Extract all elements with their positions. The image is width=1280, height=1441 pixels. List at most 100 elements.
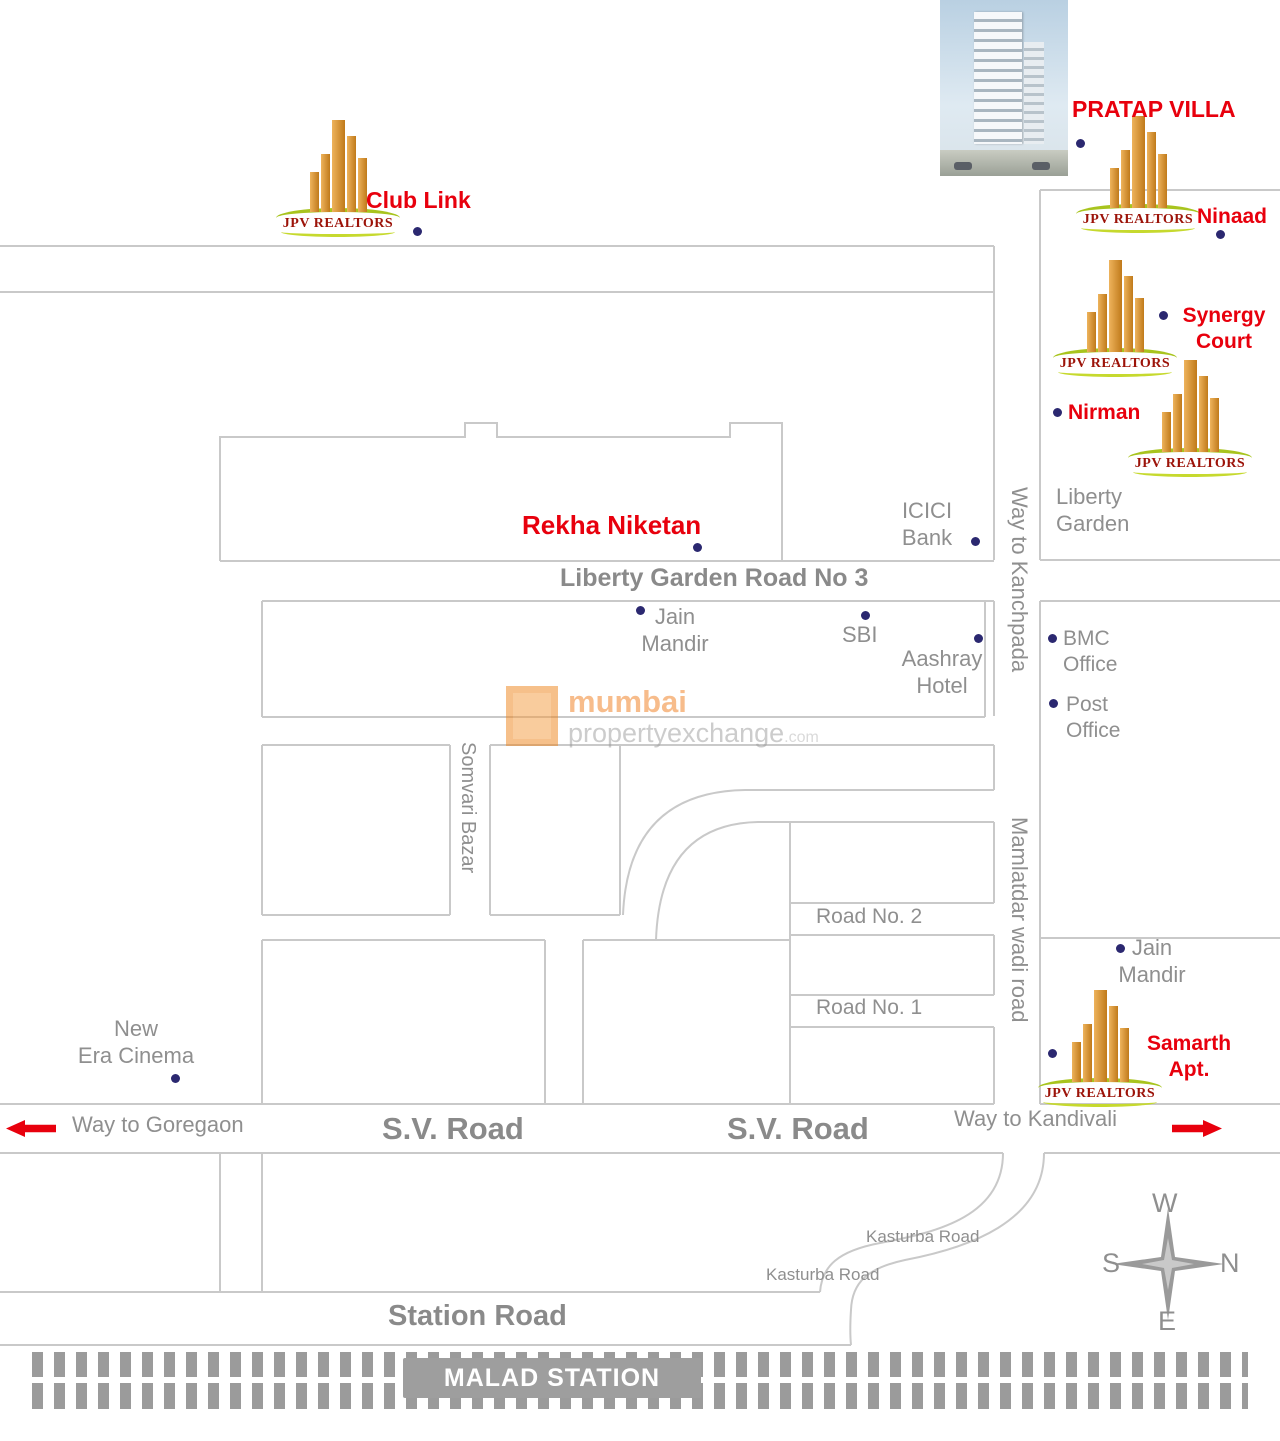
marker-new-era-cinema — [171, 1074, 180, 1083]
jpv-underline — [1132, 472, 1248, 477]
label-ninaad: Ninaad — [1197, 205, 1268, 228]
marker-sbi — [861, 611, 870, 620]
label-kasturba-road-lower: Kasturba Road — [766, 1265, 880, 1284]
jpv-building-icon — [1076, 116, 1200, 208]
watermark-domain: propertyexchange — [568, 717, 785, 748]
photo-tower-wing — [1024, 42, 1044, 144]
label-pratap-villa: PRATAP VILLA — [1072, 96, 1236, 122]
watermark-tld: .com — [784, 728, 819, 746]
label-sv-road-east: S.V. Road — [727, 1111, 869, 1146]
marker-ninaad — [1216, 230, 1225, 239]
label-sv-road-west: S.V. Road — [382, 1111, 524, 1146]
jpv-building-icon — [1053, 260, 1177, 352]
jpv-logo-samarth: JPV REALTORS — [1038, 990, 1162, 1107]
label-post-office: Post Office — [1066, 692, 1146, 743]
label-jain-n-line1: Jain — [654, 604, 696, 629]
label-icici-bank: ICICI Bank — [886, 498, 968, 552]
watermark: mumbai propertyexchange.com — [506, 684, 819, 748]
malad-station-banner: MALAD STATION — [403, 1358, 701, 1398]
label-samarth-line2: Apt. — [1168, 1057, 1210, 1081]
label-jain-s-line2: Mandir — [1118, 961, 1186, 987]
label-station-road: Station Road — [388, 1300, 567, 1332]
label-liberty-garden: Liberty Garden — [1056, 484, 1166, 538]
jpv-brand-label: JPV REALTORS — [1134, 456, 1246, 471]
jpv-underline — [280, 232, 396, 237]
label-liberty-line2: Garden — [1056, 510, 1130, 536]
label-post-line2: Office — [1066, 718, 1121, 742]
label-jain-mandir-south: Jain Mandir — [1102, 935, 1202, 989]
watermark-text: mumbai propertyexchange.com — [568, 684, 819, 748]
jpv-building-icon — [1038, 990, 1162, 1082]
marker-icici-bank — [971, 537, 980, 546]
marker-samarth-apt — [1048, 1049, 1057, 1058]
label-aashray-line1: Aashray — [901, 646, 983, 671]
label-synergy-court: Synergy Court — [1178, 303, 1270, 354]
marker-jain-mandir-north — [636, 606, 645, 615]
malad-station-label: MALAD STATION — [443, 1363, 661, 1392]
jpv-brand-label: JPV REALTORS — [1059, 356, 1171, 371]
label-samarth-line1: Samarth — [1146, 1032, 1232, 1055]
photo-car — [954, 162, 972, 170]
compass-south-label: S — [1102, 1248, 1121, 1278]
marker-bmc-office — [1048, 634, 1057, 643]
label-bmc-office: BMC Office — [1063, 626, 1143, 677]
jpv-logo-nirman: JPV REALTORS — [1128, 360, 1252, 477]
jpv-logo-pratap-villa: JPV REALTORS — [1076, 116, 1200, 233]
marker-aashray-hotel — [974, 634, 983, 643]
label-way-to-goregaon: Way to Goregaon — [72, 1112, 244, 1137]
marker-rekha-niketan — [693, 543, 702, 552]
label-synergy-line2: Court — [1196, 329, 1252, 353]
compass-north-label: N — [1220, 1248, 1240, 1278]
label-road-no-2: Road No. 2 — [816, 905, 923, 928]
watermark-brand: mumbai — [568, 684, 687, 719]
marker-club-link — [413, 227, 422, 236]
label-sbi: SBI — [842, 622, 878, 647]
label-bmc-line2: Office — [1063, 652, 1118, 676]
label-aashray-hotel: Aashray Hotel — [882, 646, 1002, 700]
building-photo — [940, 0, 1068, 176]
label-new-era-cinema: New Era Cinema — [62, 1016, 210, 1070]
marker-nirman — [1053, 408, 1062, 417]
label-mamlatdar-wadi-road: Mamlatdar wadi road — [1007, 817, 1032, 1023]
compass-rose-icon — [1112, 1208, 1224, 1320]
marker-synergy-court — [1159, 311, 1168, 320]
label-way-to-kandivali: Way to Kandivali — [954, 1106, 1118, 1131]
jpv-logo-club-link: JPV REALTORS — [276, 120, 400, 237]
jpv-brand-label: JPV REALTORS — [1044, 1086, 1156, 1101]
jpv-underline — [1080, 228, 1196, 233]
label-aashray-line2: Hotel — [916, 672, 968, 698]
label-rekha-niketan: Rekha Niketan — [522, 510, 702, 540]
label-liberty-garden-road: Liberty Garden Road No 3 — [560, 564, 869, 592]
watermark-logo-icon — [506, 686, 558, 746]
label-newera-line1: New — [113, 1016, 158, 1041]
label-club-link: Club Link — [366, 187, 471, 213]
label-newera-line2: Era Cinema — [77, 1042, 195, 1068]
jpv-building-icon — [1128, 360, 1252, 452]
compass-east-label: E — [1158, 1306, 1177, 1336]
label-nirman: Nirman — [1068, 401, 1141, 424]
label-somvari-bazar: Somvari Bazar — [457, 742, 479, 874]
label-road-no-1: Road No. 1 — [816, 996, 923, 1019]
jpv-logo-synergy-court: JPV REALTORS — [1053, 260, 1177, 377]
jpv-brand-label: JPV REALTORS — [1082, 212, 1194, 227]
label-jain-mandir-north: Jain Mandir — [624, 604, 726, 658]
marker-jain-mandir-south — [1116, 944, 1125, 953]
label-post-line1: Post — [1066, 693, 1109, 716]
photo-car — [1032, 162, 1050, 170]
label-liberty-line1: Liberty — [1056, 484, 1123, 509]
label-jain-s-line1: Jain — [1131, 935, 1173, 960]
marker-pratap-villa — [1076, 139, 1085, 148]
label-bmc-line1: BMC — [1063, 627, 1110, 650]
marker-post-office — [1049, 699, 1058, 708]
jpv-underline — [1042, 1102, 1158, 1107]
photo-tower — [974, 12, 1022, 144]
label-synergy-line1: Synergy — [1182, 304, 1266, 327]
label-samarth-apt: Samarth Apt. — [1136, 1031, 1242, 1082]
label-kasturba-road-upper: Kasturba Road — [866, 1227, 980, 1246]
compass-west-label: W — [1152, 1188, 1178, 1218]
jpv-underline — [1057, 372, 1173, 377]
label-icici-line1: ICICI — [901, 498, 953, 523]
jpv-building-icon — [276, 120, 400, 212]
